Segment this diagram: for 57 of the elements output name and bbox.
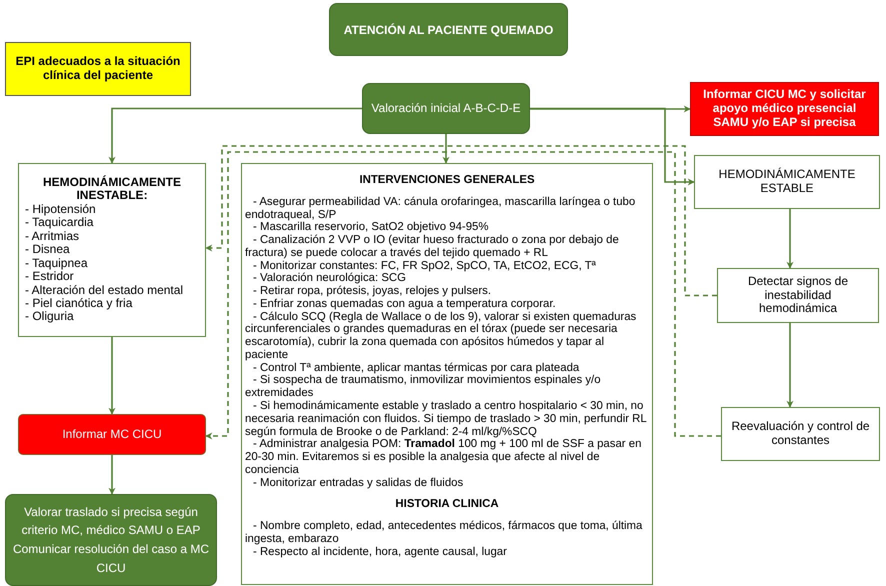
- box-text: HEMODINÁMICAMENTE ESTABLE: [718, 168, 856, 196]
- list-item: - Hipotensión: [25, 202, 97, 216]
- list-item: - Taquicardia: [25, 216, 94, 230]
- list-item: - Disnea: [25, 243, 71, 257]
- criteria-box: [18, 163, 206, 337]
- box-text: Valoración inicial A-B-C-D-E: [371, 102, 521, 116]
- section-heading: HEMODINÁMICAMENTE INESTABLE:: [42, 176, 182, 203]
- arrow: [108, 337, 116, 415]
- box-text: Detectar signos de inestabilidad hemodinámica: [746, 274, 850, 316]
- process-box: [721, 407, 880, 461]
- arrow: [786, 323, 794, 408]
- list-item: - Respecto al incidente, hora, agente causal, lugar: [252, 546, 508, 558]
- list-item: - Piel cianótica y fria: [25, 296, 134, 310]
- arrow: [108, 455, 116, 495]
- list-item: - Taquipnea: [25, 256, 88, 270]
- alert-box: [690, 82, 879, 136]
- dashed-arrow: [205, 145, 717, 296]
- interventions-box: [241, 163, 653, 585]
- note-box: [5, 42, 191, 96]
- list-item: - Retirar ropa, prótesis, joyas, relojes y pulsers.: [252, 285, 492, 298]
- arrow: [786, 209, 794, 269]
- box-text: Informar CICU MC y solicitar apoyo médico presencial SAMU y/o EAP si precisa: [702, 88, 867, 130]
- process-box: [362, 83, 530, 134]
- arrow: [530, 108, 695, 186]
- alert-box: [18, 414, 206, 455]
- box-text: EPI adecuados a la situación clínica del paciente: [14, 55, 182, 83]
- arrow: [442, 134, 450, 164]
- list-item: - Asegurar permeabilidad VA: cánula orofaringea, mascarilla laríngea o tubo endotraqueal, S/P: [245, 196, 636, 222]
- list-item: - Nombre completo, edad, antecedentes médicos, fármacos que toma, última ingesta, embarazo: [245, 520, 644, 546]
- outcome-box: [5, 494, 217, 586]
- list-item: - Alteración del estado mental: [25, 284, 184, 297]
- dashed-arrow: [205, 151, 721, 440]
- section-heading: HISTORIA CLINICA: [394, 498, 500, 512]
- list-item: - Si hemodinámicamente estable y traslado a centro hospitalario < 30 min, no necesaria reanimación con fluidos. Si tiempo de traslado > 30 min, perfundir RL según formula de Brooke o de Parkland: 2-4 ml/kg/%SCQ: [245, 400, 648, 438]
- list-item: - Control Tª ambiente, aplicar mantas térmicas por cara plateada: [252, 362, 580, 374]
- list-item: - Mascarilla reservorio, SatO2 objetivo 94-95%: [252, 221, 490, 234]
- process-box: [717, 268, 879, 323]
- arrow: [530, 106, 691, 112]
- list-item: - Oliguria: [25, 310, 75, 324]
- box-text: Comunicar resolución del caso a MC CICU: [12, 541, 210, 577]
- list-item: - Valoración neurológica: SCG: [252, 272, 408, 286]
- arrow: [108, 108, 362, 164]
- process-box: [694, 155, 880, 209]
- list-item: - Cálculo SCQ (Regla de Wallace o de los 9), valorar si existen quemaduras circunferenciales o grandes quemaduras en el tórax (puede ser necesaria escarotomía), cubrir la zona quemada con apósitos húmedos y tapar al paciente: [245, 310, 638, 362]
- list-item: - Enfriar zonas quemadas con agua a temperatura corporar.: [252, 298, 557, 311]
- list-item: - Si sospecha de traumatismo, inmovilizar movimientos espinales y/o extremidades: [245, 374, 602, 400]
- list-item: - Administrar analgesia POM: Tramadol 100 mg + 100 ml de SSF a pasar en 20-30 min. Evitaremos si es posible la analgesia que afecte al nivel de conciencia: [245, 438, 642, 477]
- section-heading: INTERVENCIONES GENERALES: [358, 174, 536, 187]
- list-item: - Estridor: [25, 270, 74, 284]
- box-text: Informar MC CICU: [62, 428, 162, 442]
- list-item: - Arritmias: [25, 230, 80, 244]
- list-item: - Monitorizar constantes: FC, FR SpO2, SpCO, TA, EtCO2, ECG, Tª: [252, 260, 597, 272]
- list-item: - Canalización 2 VVP o IO (evitar hueso fracturado o zona por debajo de fractura) se puede colocar a través del tejido quemado + RL: [245, 234, 620, 260]
- title-banner: ATENCIÓN AL PACIENTE QUEMADO: [329, 3, 568, 56]
- box-text: Valorar traslado si precisa según criterio MC, médico SAMU o EAP: [20, 504, 202, 540]
- list-item: - Monitorizar entradas y salidas de fluidos: [252, 476, 464, 490]
- box-text: Reevaluación y control de constantes: [730, 420, 871, 448]
